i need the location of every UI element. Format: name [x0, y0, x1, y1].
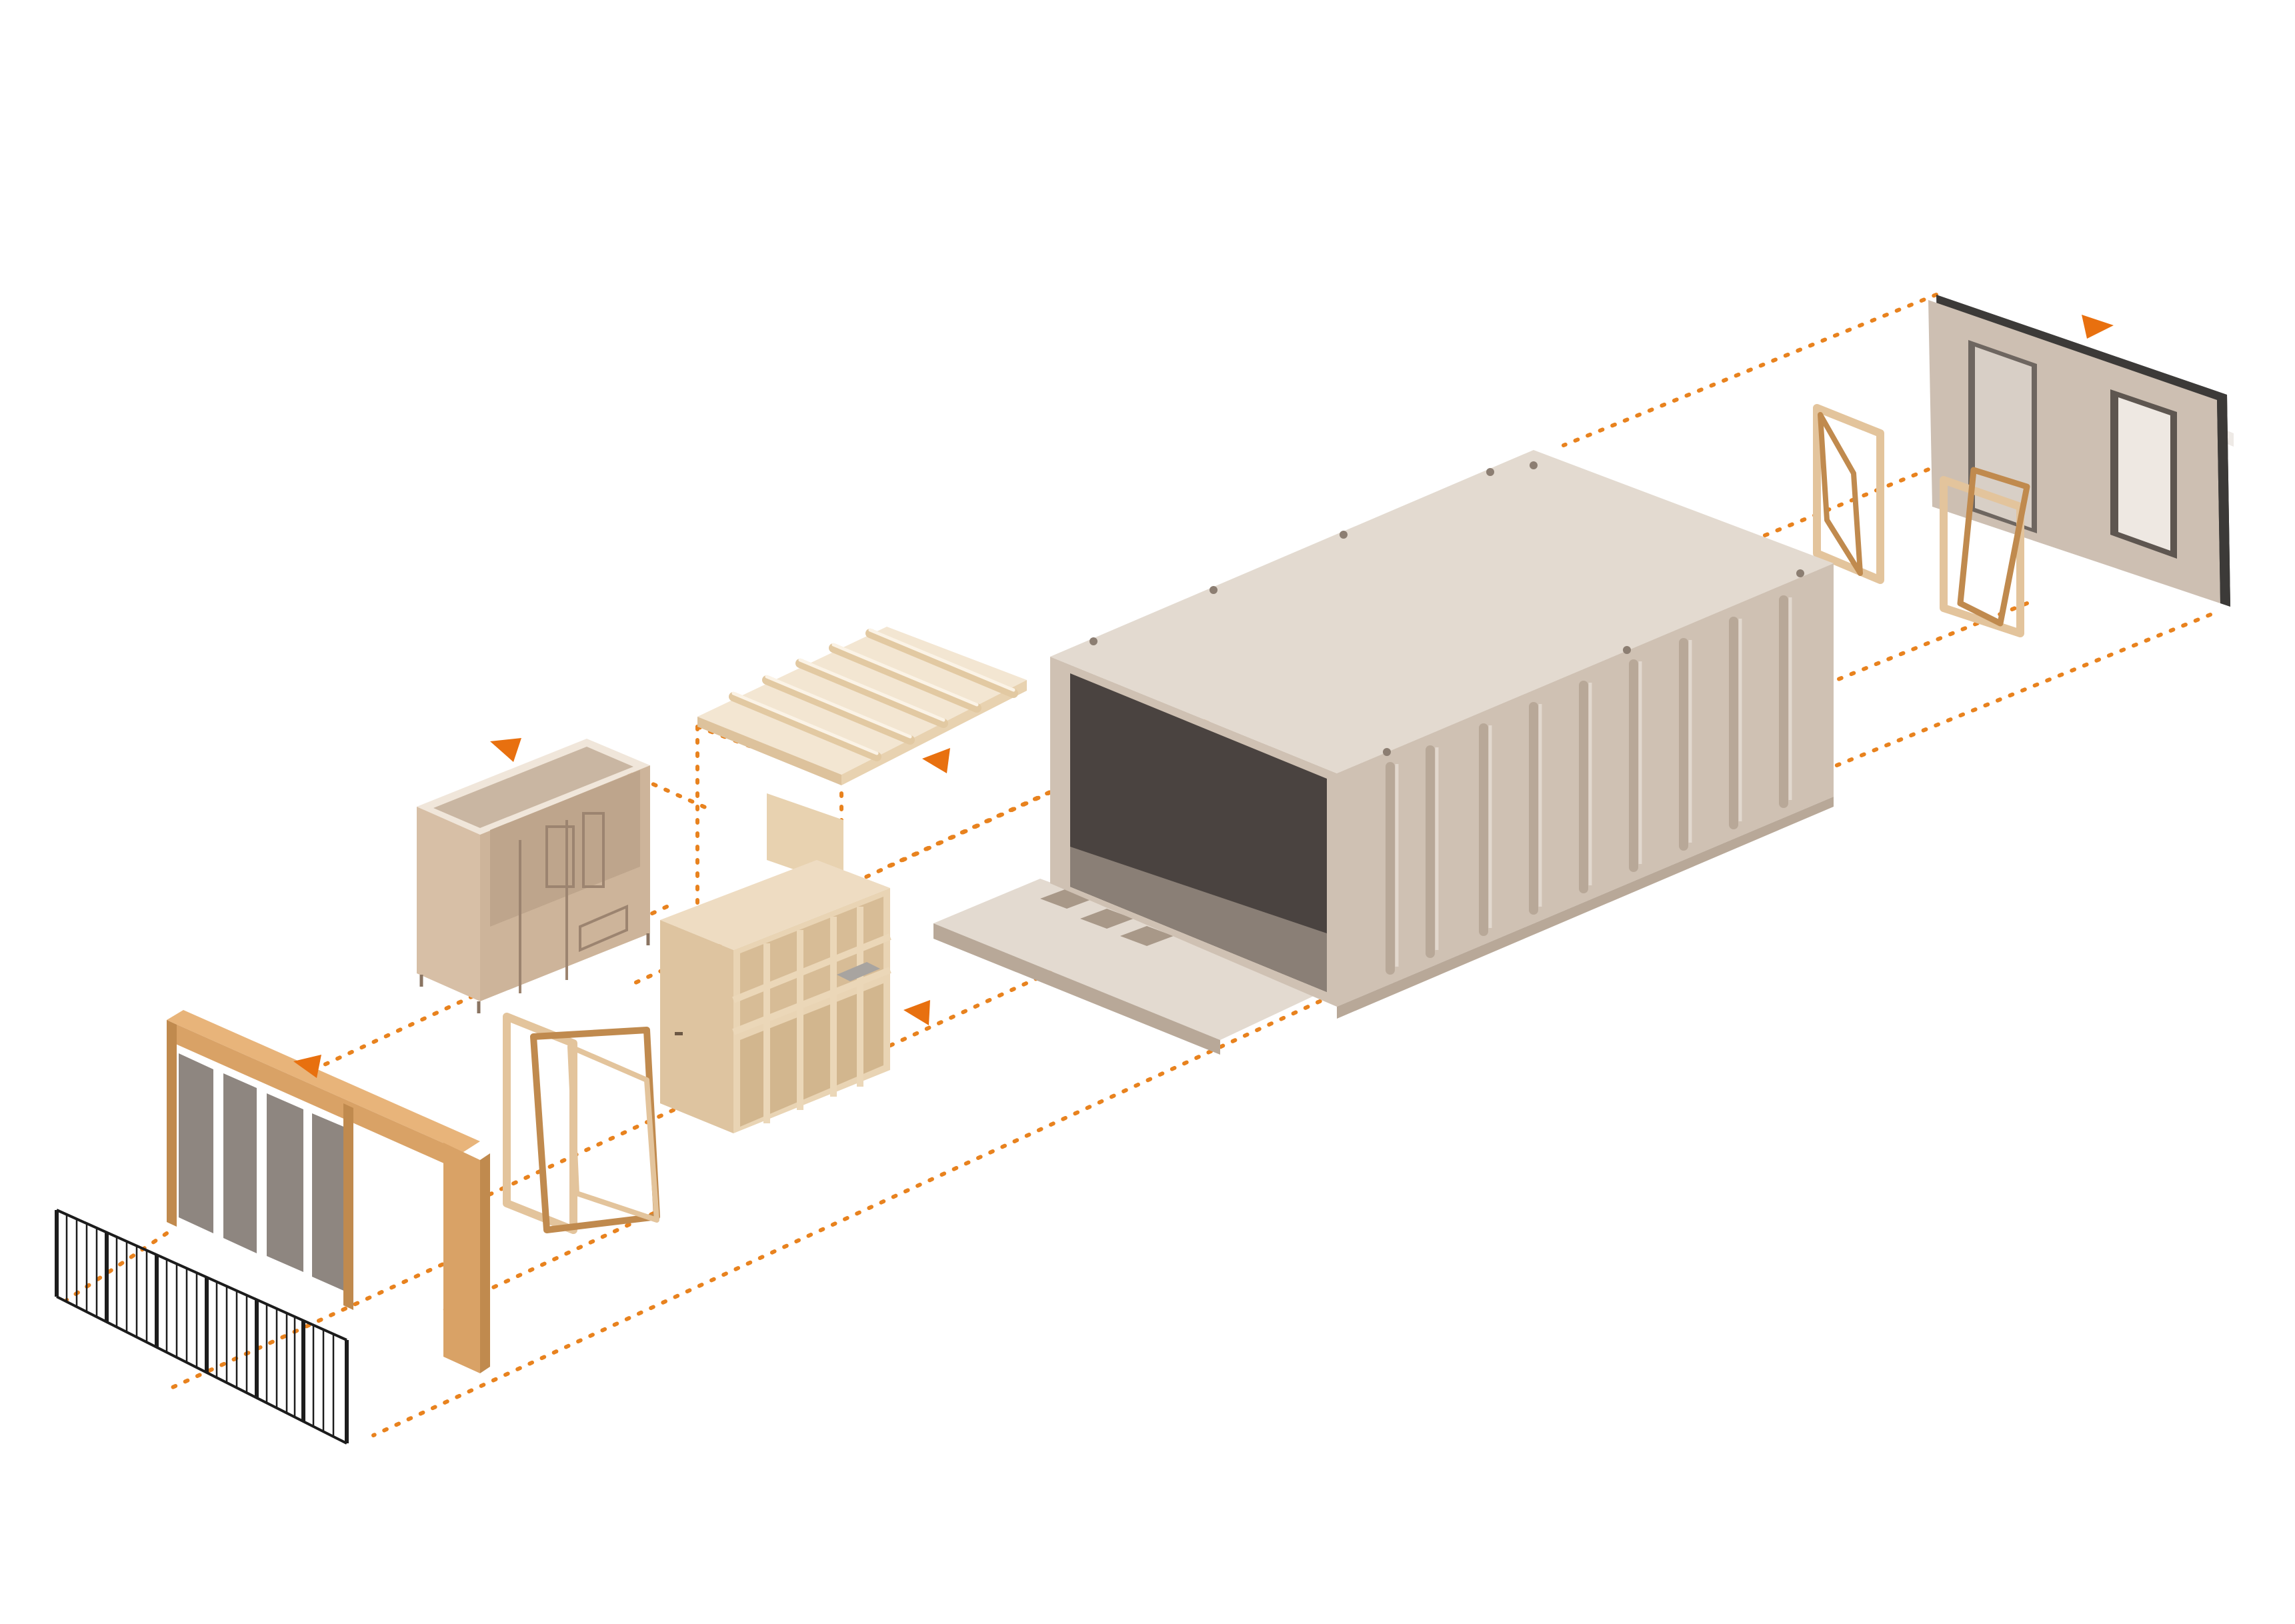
arrow-bathroom-pod: [490, 738, 521, 762]
shelving-cabinet-lower: [740, 983, 883, 1127]
guide-line-bottom-right: [1815, 613, 2212, 775]
module-bottom-edge: [1337, 797, 1834, 1019]
shelving-front-left: [660, 920, 733, 1133]
module-floor-slot-3: [1120, 926, 1174, 946]
guide-line-bottom: [371, 771, 1819, 1437]
front-timber-frame: [167, 1010, 490, 1373]
guide-line-top: [1562, 293, 1938, 447]
shelving-dividers: [732, 907, 891, 1123]
concrete-module: [933, 450, 1834, 1055]
end-wall-window-inner: [2118, 397, 2170, 551]
window-right-2-sash: [1957, 467, 2030, 627]
fence-posts: [55, 1210, 349, 1443]
bathroom-pod: [417, 739, 650, 1013]
end-wall-side: [2217, 395, 2230, 607]
roof-panel-slat-highlights: [731, 628, 1015, 755]
balcony-fence: [55, 1209, 349, 1445]
arrow-end-wall: [2082, 315, 2114, 339]
front-frame-beam-top: [167, 1010, 480, 1152]
front-frame-panel-1: [179, 1053, 213, 1233]
shelving-unit: [660, 793, 891, 1133]
guide-line-front-lower: [438, 1211, 655, 1314]
end-wall-panel: [1928, 295, 2234, 607]
bath-pod-inner-wall: [490, 770, 640, 927]
window-right-2-outer: [1940, 476, 2024, 637]
bath-pod-front: [417, 807, 480, 1001]
module-rib-highlights: [1395, 597, 1792, 967]
window-right-1-outer: [1813, 404, 1884, 584]
module-lifting-points: [1089, 461, 1804, 756]
front-frame-left-post: [167, 1020, 177, 1227]
bath-pod-feet: [419, 933, 650, 1013]
roof-slat: [762, 675, 915, 745]
module-side-ribs: [1386, 595, 1788, 975]
arrow-roof-panel: [922, 748, 950, 773]
roof-slat: [865, 629, 1018, 698]
guide-line-front-mid: [458, 1108, 675, 1210]
direction-arrows: [293, 315, 2114, 1078]
front-frame-panel-3: [267, 1093, 303, 1272]
front-frame-right-post-side: [480, 1153, 490, 1373]
roof-slat: [795, 659, 948, 728]
module-interior-floor: [1070, 847, 1327, 992]
window-right-1-sash: [1818, 412, 1863, 576]
front-frame-panel-4: [312, 1113, 347, 1292]
fence-balusters: [65, 1215, 335, 1437]
roof-panel-slats: [729, 629, 1018, 761]
roof-slat: [829, 643, 981, 713]
arrow-shelving-unit: [903, 1000, 930, 1025]
module-floor-slab: [933, 879, 1334, 1040]
shelving-top: [660, 860, 890, 950]
fence-top-rail: [56, 1209, 347, 1341]
front-frame-panel-2: [223, 1073, 257, 1253]
window-frame-left: [503, 1013, 660, 1234]
module-floor-slab-edge: [933, 923, 1220, 1055]
roof-slat-panel: [697, 627, 1027, 785]
guide-line-frame-bottom: [165, 1251, 469, 1392]
arrow-front-frame: [293, 1055, 321, 1078]
bath-pod-fixtures: [519, 812, 628, 993]
shelving-handle: [675, 1032, 683, 1035]
roof-slat: [729, 692, 881, 761]
module-floor-slot-2: [1080, 909, 1133, 929]
roof-panel-front-edge: [697, 717, 841, 785]
window-frame-right-2: [1940, 467, 2030, 637]
shelving-sink: [837, 962, 880, 981]
shelving-cabinet-upper: [740, 897, 883, 1030]
window-left-sash-2: [567, 1044, 659, 1223]
front-frame-beam-front: [167, 1020, 463, 1172]
bath-pod-interior: [433, 747, 633, 828]
window-frame-right-1: [1813, 404, 1884, 584]
front-frame-middle-post: [343, 1103, 353, 1310]
module-roof: [1050, 450, 1834, 773]
front-frame-right-post: [443, 1143, 480, 1373]
